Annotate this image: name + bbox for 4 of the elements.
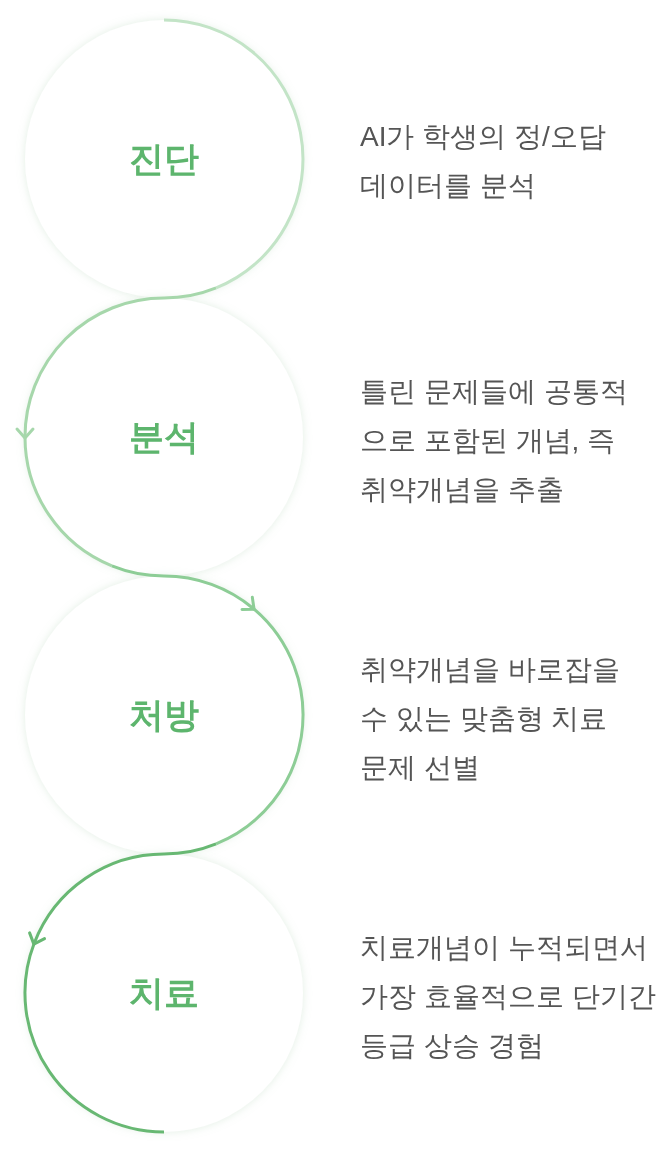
step-description: 취약개념을 바로잡을 수 있는 맞춤형 치료 문제 선별 xyxy=(360,653,621,785)
step-description: 틀린 문제들에 공통적으로 포함된 개념, 즉 취약개념을 추출 xyxy=(360,375,629,507)
step-description: 치료개념이 누적되면서 가장 효율적으로 단기간 등급 상승 경험 xyxy=(360,931,657,1063)
step-description: AI가 학생의 정/오답 데이터를 분석 xyxy=(360,120,607,203)
